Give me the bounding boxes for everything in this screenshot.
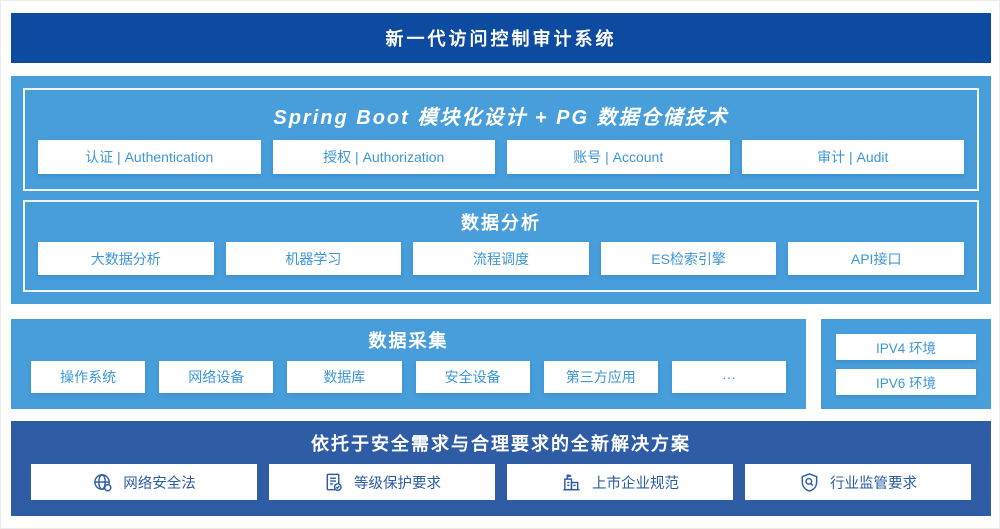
header-banner: 新一代访问控制审计系统 [11, 13, 991, 63]
springboot-title: Spring Boot 模块化设计 + PG 数据仓储技术 [273, 106, 729, 129]
analysis-title: 数据分析 [461, 213, 541, 233]
module-box-api: API接口 [788, 242, 964, 275]
solution-label: 上市企业规范 [592, 475, 679, 492]
platform-module-row: 认证 | Authentication 授权 | Authorization 账… [38, 140, 964, 174]
module-box-bigdata: 大数据分析 [38, 242, 214, 275]
module-box-machine-learning: 机器学习 [225, 242, 402, 275]
module-box-account: 账号 | Account [507, 140, 730, 174]
module-box-workflow: 流程调度 [413, 242, 589, 275]
module-box-database: 数据库 [287, 361, 402, 393]
globe-icon [92, 472, 113, 493]
env-box-ipv6: IPV6 环境 [836, 368, 976, 395]
module-box-thirdparty-app: 第三方应用 [543, 361, 658, 393]
solution-section: 依托于安全需求与合理要求的全新解决方案 网络安全法 [11, 421, 991, 516]
collection-title: 数据采集 [368, 331, 449, 351]
module-box-authentication: 认证 | Authentication [38, 140, 261, 174]
module-box-os: 操作系统 [31, 361, 146, 393]
page-title: 新一代访问控制审计系统 [385, 29, 617, 49]
collection-section: 数据采集 操作系统 网络设备 数据库 安全设备 第三方应用 ··· [11, 319, 806, 409]
module-box-audit: 审计 | Audit [741, 140, 964, 174]
solution-title: 依托于安全需求与合理要求的全新解决方案 [311, 433, 691, 454]
module-box-security-device: 安全设备 [415, 361, 530, 393]
environments-panel: IPV4 环境 IPV6 环境 [821, 319, 991, 409]
solution-label: 等级保护要求 [354, 475, 441, 492]
springboot-subsection: Spring Boot 模块化设计 + PG 数据仓储技术 认证 | Authe… [23, 88, 979, 191]
shield-search-icon [799, 472, 820, 493]
document-check-icon [323, 472, 344, 493]
analysis-subsection: 数据分析 大数据分析 机器学习 流程调度 ES检索引擎 API接口 [23, 200, 979, 292]
solution-box-listed-company: 上市企业规范 [507, 464, 733, 500]
collection-module-row: 操作系统 网络设备 数据库 安全设备 第三方应用 ··· [31, 361, 787, 393]
module-box-es-search: ES检索引擎 [600, 242, 777, 275]
solution-label: 网络安全法 [123, 475, 196, 492]
module-box-network-device: 网络设备 [159, 361, 274, 393]
module-box-ellipsis: ··· [671, 361, 787, 393]
module-box-authorization: 授权 | Authorization [272, 140, 495, 174]
platform-section: Spring Boot 模块化设计 + PG 数据仓储技术 认证 | Authe… [11, 76, 991, 304]
solution-box-protection-level: 等级保护要求 [269, 464, 495, 500]
analysis-module-row: 大数据分析 机器学习 流程调度 ES检索引擎 API接口 [38, 242, 964, 275]
solution-row: 网络安全法 等级保护要求 [31, 464, 971, 500]
solution-box-network-law: 网络安全法 [31, 464, 257, 500]
solution-box-industry-regulation: 行业监管要求 [745, 464, 971, 500]
solution-label: 行业监管要求 [830, 475, 917, 492]
building-icon [561, 472, 582, 493]
env-box-ipv4: IPV4 环境 [836, 333, 976, 360]
